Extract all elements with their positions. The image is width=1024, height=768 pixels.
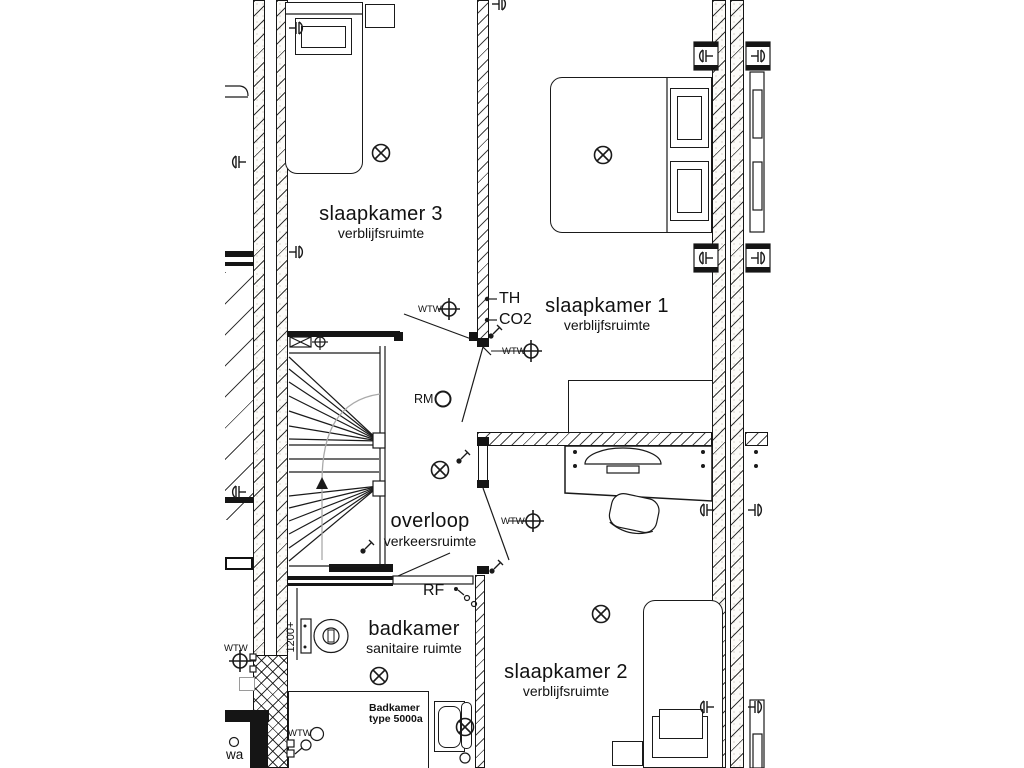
stairs-bottom-bar [329,564,393,572]
washbasin-inner [438,706,461,748]
wtw-valve-icon [228,297,545,673]
rf-sensor-icon [454,587,478,608]
nightstand-sk2 [612,741,643,766]
window-left [225,557,253,570]
chair-sk2 [608,493,660,535]
height-marker-label: 1200+ [285,621,297,653]
room-sublabel-badkamer: sanitaire ruimte [366,640,462,656]
nightstand-sk3 [365,4,395,28]
room-sublabel-sk3: verblijfsruimte [337,225,425,241]
rf-label: RF [423,582,445,599]
co2-label: CO2 [499,311,532,328]
wall-overloop-post [478,446,488,482]
wtw-label-3: WTW [501,516,525,527]
neighbour-window-bar-1 [225,251,253,257]
vent-grille-icon [289,334,328,350]
wtw-label-4: WTW [288,728,312,739]
duct-bottom-left-v [250,710,268,768]
smoke-detector-icon [434,390,452,408]
socket-boxes-right-wall [693,41,771,273]
neighbour-stair-hatch [225,272,253,520]
wtw-unit-left [247,653,257,673]
wtw-label-5: WTW [224,643,248,654]
socket-icon [231,0,766,714]
stairs-winder [288,346,386,567]
th-label: TH [499,290,521,307]
badkamer-top-wall-bar-1 [288,576,393,580]
wall-sk3-sk1 [477,0,489,339]
stairs-top-wall-bar [288,331,400,337]
room-label-badkamer: badkamer [368,618,460,640]
wall-sk1-sk2-neighbour-stub [745,432,768,446]
badkamer-type-label-line1: Badkamer [369,702,420,714]
room-label-sk2: slaapkamer 2 [504,661,628,683]
room-sublabel-sk1: verblijfsruimte [563,317,651,333]
room-sublabel-overloop: verkeersruimte [383,533,477,549]
desk-sk2 [564,445,713,502]
door-sk3 [394,313,478,341]
neighbour-window-bar-3 [225,497,253,503]
neighbour-window-bar-2 [225,262,253,266]
neighbour-bed-top-right [749,71,765,233]
stairs-direction-arrow [316,477,328,489]
room-label-sk3: slaapkamer 3 [319,203,443,225]
door-badkamer [392,552,474,585]
party-wall-right-outer-leaf [730,0,744,768]
room-sublabel-sk2: verblijfsruimte [522,683,610,699]
desk-socket-dots [573,450,758,468]
pillow-sk3-inner [301,26,346,48]
wtw-label-1: WTW [418,304,442,315]
neighbour-bed-bottom-right [749,699,765,768]
th-sensor-icon [484,296,497,302]
rm-label: RM [414,392,434,406]
wa-label: wa [226,747,244,762]
room-label-sk1: slaapkamer 1 [545,295,669,317]
wtw-label-2: WTW [502,346,526,357]
shower-zone [288,691,429,768]
washer-point [228,736,240,748]
stairs-walking-line [321,393,381,560]
toilet [296,588,349,660]
wardrobe-sk1 [568,380,713,433]
door-sk2 [477,480,510,574]
pillow-sk2-inner [659,709,703,739]
badkamer-top-wall-bar-2 [288,583,393,586]
floor-drain-left [239,677,255,691]
towel-ring [459,752,471,764]
pillow-sk1-bottom-inner [677,169,702,213]
co2-sensor-icon [484,317,497,323]
door-sk1 [461,339,492,445]
wtw-extract-badkamer [286,726,325,758]
room-label-overloop: overloop [390,510,470,532]
neighbour-bed-corner-left [225,85,249,98]
pillow-sk1-top-inner [677,96,702,140]
badkamer-type-label-line2: type 5000a [369,713,423,725]
